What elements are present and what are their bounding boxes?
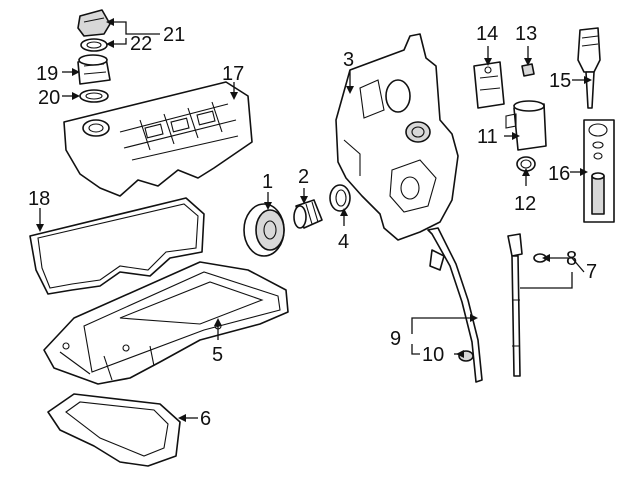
part-15-dipstick-cap bbox=[577, 27, 601, 109]
part-1-crankshaft-pulley bbox=[243, 203, 285, 257]
callout-17: 17 bbox=[222, 63, 244, 85]
callout-10: 10 bbox=[422, 344, 444, 366]
part-3-timing-case-cover bbox=[335, 33, 459, 241]
part-7-dipstick bbox=[507, 233, 523, 377]
part-4-shaft-seal bbox=[329, 184, 351, 212]
part-14-sender-unit bbox=[473, 61, 505, 109]
callout-13: 13 bbox=[515, 23, 537, 45]
callout-12: 12 bbox=[514, 193, 536, 215]
part-20-o-ring bbox=[79, 89, 109, 103]
callout-11: 11 bbox=[477, 126, 498, 148]
callout-2: 2 bbox=[298, 166, 309, 188]
part-18-head-cover-gasket bbox=[29, 197, 205, 295]
part-9-guide-tube bbox=[427, 227, 483, 383]
part-16-filter-element-kit bbox=[583, 119, 615, 223]
part-17-cylinder-head-cover bbox=[63, 81, 253, 197]
callout-19: 19 bbox=[36, 63, 58, 85]
part-5-oil-pan-upper bbox=[43, 261, 289, 385]
callout-18: 18 bbox=[28, 188, 50, 210]
callout-15: 15 bbox=[549, 70, 571, 92]
callout-16: 16 bbox=[548, 163, 570, 185]
part-2-sleeve bbox=[293, 199, 323, 229]
callout-5: 5 bbox=[212, 344, 223, 366]
callout-labels: 21 22 19 20 17 18 1 2 3 4 5 6 7 8 9 10 1… bbox=[28, 23, 597, 430]
part-6-oil-pan-lower bbox=[47, 393, 181, 467]
callout-8: 8 bbox=[566, 248, 577, 270]
callout-6: 6 bbox=[200, 408, 211, 430]
part-13-bolt bbox=[521, 63, 535, 77]
callout-4: 4 bbox=[338, 231, 349, 253]
callout-20: 20 bbox=[38, 87, 60, 109]
part-19-filler-neck bbox=[77, 54, 111, 85]
callout-7: 7 bbox=[586, 261, 597, 283]
callout-14: 14 bbox=[476, 23, 498, 45]
callout-1: 1 bbox=[262, 171, 273, 193]
part-22-seal-ring bbox=[80, 38, 108, 52]
callout-9: 9 bbox=[390, 328, 401, 350]
part-21-oil-filler-cap bbox=[77, 9, 111, 37]
arrowheads bbox=[36, 18, 592, 422]
callout-22: 22 bbox=[130, 33, 152, 55]
part-11-filter-housing bbox=[505, 100, 547, 151]
callout-21: 21 bbox=[163, 24, 185, 46]
callout-3: 3 bbox=[343, 49, 354, 71]
